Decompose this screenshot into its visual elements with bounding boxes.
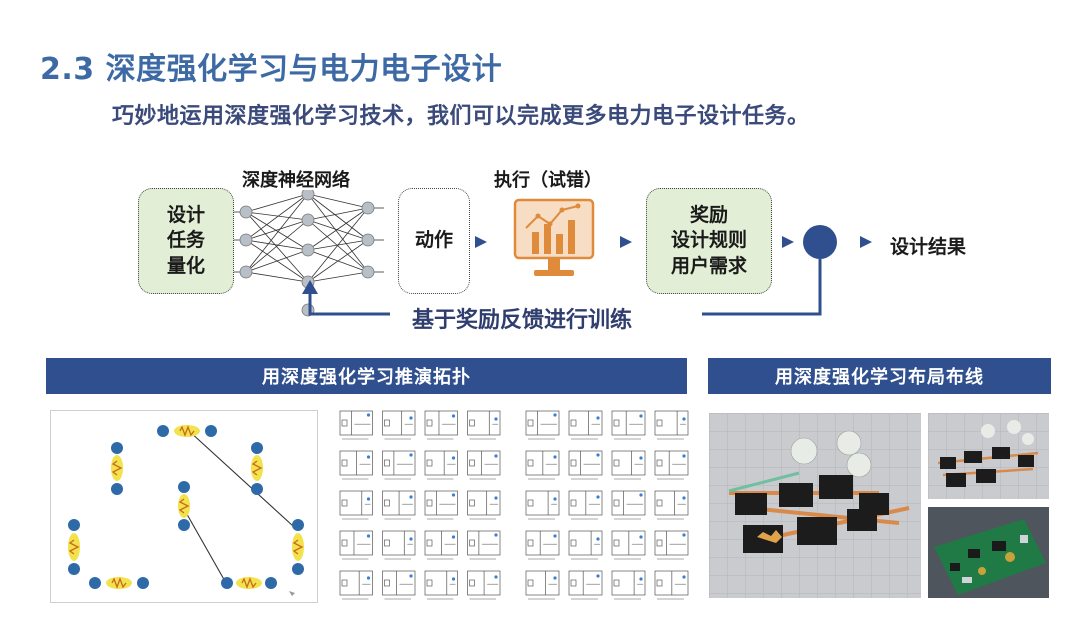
circuit-thumbnail [568, 530, 603, 560]
circuit-thumbnail [525, 490, 560, 520]
execute-label: 执行（试错） [494, 170, 602, 191]
reward-line-3: 用户需求 [670, 254, 747, 277]
arrow-icon [620, 236, 632, 248]
circuit-thumbnail [611, 570, 646, 600]
reward-line-2: 设计规则 [670, 229, 747, 252]
design-task-line-1: 设计 [166, 203, 205, 226]
circuit-thumbnail [382, 490, 416, 520]
circuit-thumbnail [339, 450, 373, 480]
arrow-icon [860, 236, 872, 248]
topology-banner: 用深度强化学习推演拓扑 [46, 358, 687, 394]
action-box: 动作 [398, 188, 470, 294]
pcb-photo [928, 507, 1049, 598]
circuit-thumbnail [467, 490, 501, 520]
circuit-thumbnail [654, 530, 689, 560]
circuit-thumbnail [382, 410, 416, 440]
circuit-thumbnail [654, 410, 689, 440]
circuit-thumbnail [424, 490, 458, 520]
circuit-grid-1 [336, 405, 506, 605]
network-label: 深度神经网络 [242, 170, 350, 191]
layout-banner-label: 用深度强化学习布局布线 [775, 367, 984, 388]
circuit-thumbnail [467, 570, 501, 600]
circuit-thumbnail [525, 450, 560, 480]
circuit-thumbnail [339, 410, 373, 440]
circuit-thumbnail [424, 570, 458, 600]
circuit-thumbnail [424, 410, 458, 440]
circuit-thumbnail [339, 530, 373, 560]
circuit-thumbnail [611, 530, 646, 560]
circuit-thumbnail [568, 450, 603, 480]
circuit-thumbnail [382, 530, 416, 560]
circuit-thumbnail [339, 570, 373, 600]
circuit-thumbnail [568, 410, 603, 440]
neural-network-graphic [234, 190, 384, 317]
circuit-thumbnail [467, 450, 501, 480]
pcb-layout-render-main [709, 413, 921, 598]
network-edges [234, 193, 384, 283]
topology-graph-panel [50, 410, 318, 603]
trial-chart-icon [513, 198, 595, 276]
circuit-thumbnail [611, 410, 646, 440]
slide-subtitle: 巧妙地运用深度强化学习技术，我们可以完成更多电力电子设计任务。 [112, 104, 810, 129]
reward-line-1: 奖励 [689, 203, 728, 226]
design-task-line-2: 任务 [166, 229, 205, 252]
circuit-thumbnail [339, 490, 373, 520]
circuit-grid-2 [522, 405, 694, 605]
circuit-thumbnail [654, 570, 689, 600]
arrow-icon [782, 236, 794, 248]
layout-banner: 用深度强化学习布局布线 [708, 358, 1051, 394]
reward-box: 奖励 设计规则 用户需求 [646, 188, 772, 294]
pcb-3d-top [928, 413, 1049, 499]
pcb-board-photo [928, 507, 1049, 598]
feedback-label: 基于奖励反馈进行训练 [412, 308, 633, 333]
circuit-thumbnail [424, 530, 458, 560]
circuit-thumbnails-1 [339, 410, 501, 600]
circuit-thumbnail [467, 530, 501, 560]
feedback-loop [302, 225, 837, 316]
circuit-thumbnail [568, 490, 603, 520]
slide-title: 2.3 深度强化学习与电力电子设计 [40, 52, 503, 87]
circuit-thumbnail [611, 490, 646, 520]
circuit-thumbnail [654, 450, 689, 480]
pcb-3d-main [709, 413, 921, 598]
circuit-thumbnail [525, 570, 560, 600]
topology-banner-label: 用深度强化学习推演拓扑 [262, 367, 471, 388]
circuit-thumbnail [525, 410, 560, 440]
circuit-thumbnail [611, 450, 646, 480]
rl-flow-diagram: 设计 任务 量化 深度神经网络 动作 执行（试错） [0, 160, 1080, 340]
circuit-thumbnail [382, 570, 416, 600]
circuit-thumbnail [525, 530, 560, 560]
design-task-line-3: 量化 [166, 254, 205, 277]
circuit-thumbnail [568, 570, 603, 600]
topology-graph [68, 425, 304, 596]
circuit-thumbnails-2 [525, 410, 689, 600]
circuit-thumbnail [654, 490, 689, 520]
circuit-thumbnail [467, 410, 501, 440]
result-label: 设计结果 [890, 236, 967, 258]
action-label: 动作 [414, 229, 453, 252]
pcb-layout-render-top [928, 413, 1049, 499]
circuit-thumbnail [382, 450, 416, 480]
design-task-box: 设计 任务 量化 [138, 188, 234, 294]
arrow-icon [475, 236, 487, 248]
circuit-thumbnail [424, 450, 458, 480]
